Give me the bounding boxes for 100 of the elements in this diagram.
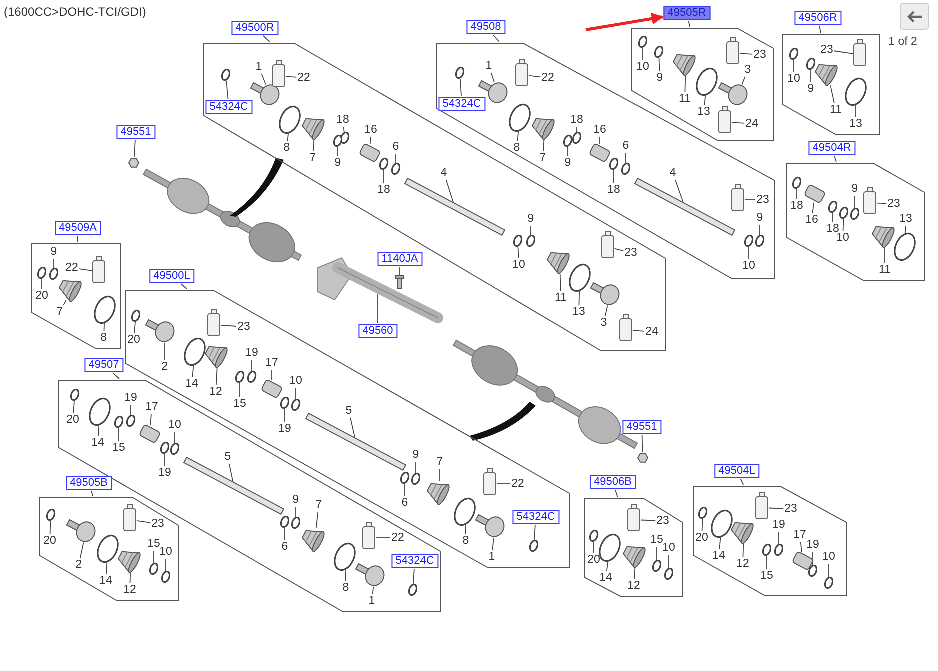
clamp-ring-drawing [97,534,119,564]
part-number-label: 49508 [466,20,506,34]
callout-number: 10 [662,542,676,554]
ring-drawing [652,560,662,572]
callout-number: 14 [100,575,112,587]
ring-drawing [37,266,47,280]
ring-drawing [170,442,180,456]
boot-drawing [58,280,82,302]
callout-number: 11 [830,104,842,116]
callout-number: 16 [806,214,818,226]
callout-number: 2 [162,361,168,373]
callout-number: 15 [234,398,246,410]
grease-tube-drawing [602,232,614,258]
ring-drawing [609,158,619,170]
grease-tube-drawing [628,504,640,532]
leader-line [828,564,830,578]
leader-line [226,80,229,100]
callout-number: 10 [290,375,302,387]
callout-number: 14 [186,378,198,390]
leader-line [732,122,746,124]
leader-line [800,542,802,552]
leader-line [192,364,194,378]
leader-line [492,538,494,550]
leader-line [284,528,286,540]
leader-line [834,50,854,54]
callout-number: 7 [310,152,316,164]
leader-line [106,560,108,574]
callout-number: 11 [679,93,691,105]
ring-drawing [762,544,772,556]
ring-drawing [149,562,159,576]
callout-number: 9 [292,494,300,506]
callout-number: 18 [826,223,840,235]
leader-line [742,544,744,558]
leader-line [492,34,500,42]
leader-line [344,568,346,582]
leader-line [229,464,234,483]
leader-line [632,330,646,332]
callout-number: 24 [746,118,758,130]
grease-tube-drawing [272,60,286,88]
part-number-label: 54324C [438,97,486,111]
ring-drawing [291,516,301,530]
leader-line [261,74,266,86]
leader-line [150,414,152,426]
callout-number: 22 [512,478,524,490]
leader-line [90,490,94,496]
ring-drawing [126,414,136,428]
callout-number: 1 [486,60,492,72]
parts-kit-outline [436,43,775,279]
ring-drawing [589,530,599,542]
callout-number: 22 [298,72,310,84]
leader-line [642,48,644,60]
leader-line [284,408,286,422]
callout-number: 7 [316,499,322,511]
leader-line [560,274,562,292]
boot-drawing [730,522,754,544]
callout-number: 9 [756,212,764,224]
callout-number: 10 [636,61,650,73]
ring-drawing [638,36,648,48]
part-number-label: 49506B [590,475,636,489]
callout-number: 19 [278,423,292,435]
ring-drawing [333,134,343,148]
callout-number: 5 [224,451,232,463]
callout-number: 3 [744,64,752,76]
callout-number: 23 [756,194,770,206]
callout-number: 9 [656,72,664,84]
callout-number: 9 [808,83,814,95]
part-number-label: 49505B [66,476,112,490]
callout-number: 17 [146,401,158,413]
leader-line [372,586,374,594]
part-number-label: 49504R [808,141,856,155]
boot-drawing [546,252,570,274]
part-number-label: 49551 [116,125,156,139]
ring-drawing [792,176,802,190]
callout-number: 9 [564,157,572,169]
ring-drawing [221,68,231,82]
clamp-ring-drawing [599,534,621,562]
part-number-label: 49500L [150,269,194,283]
leader-line [578,290,580,306]
callout-number: 11 [879,264,891,276]
leader-line [656,546,658,560]
callout-number: 15 [148,538,160,550]
ring-drawing [235,370,245,384]
nut-drawing [128,158,140,168]
clamp-ring-drawing [279,106,301,134]
parts-kit-outline [782,34,880,135]
ring-drawing [621,162,631,176]
callout-number: 4 [440,167,448,179]
callout-number: 1 [256,61,262,73]
ring-drawing [46,508,56,522]
parts-kit-outline [584,498,683,597]
callout-number: 9 [334,157,342,169]
callout-number: 4 [670,167,676,179]
grease-tube-drawing [92,256,106,284]
part-number-label: 54324C [392,554,438,568]
parts-kit-outline [631,28,774,141]
callout-number: 22 [392,532,404,544]
part-number-label: 54324C [206,100,252,114]
leader-line [460,78,462,96]
callout-number: 10 [836,232,850,244]
ring-drawing [291,398,301,412]
